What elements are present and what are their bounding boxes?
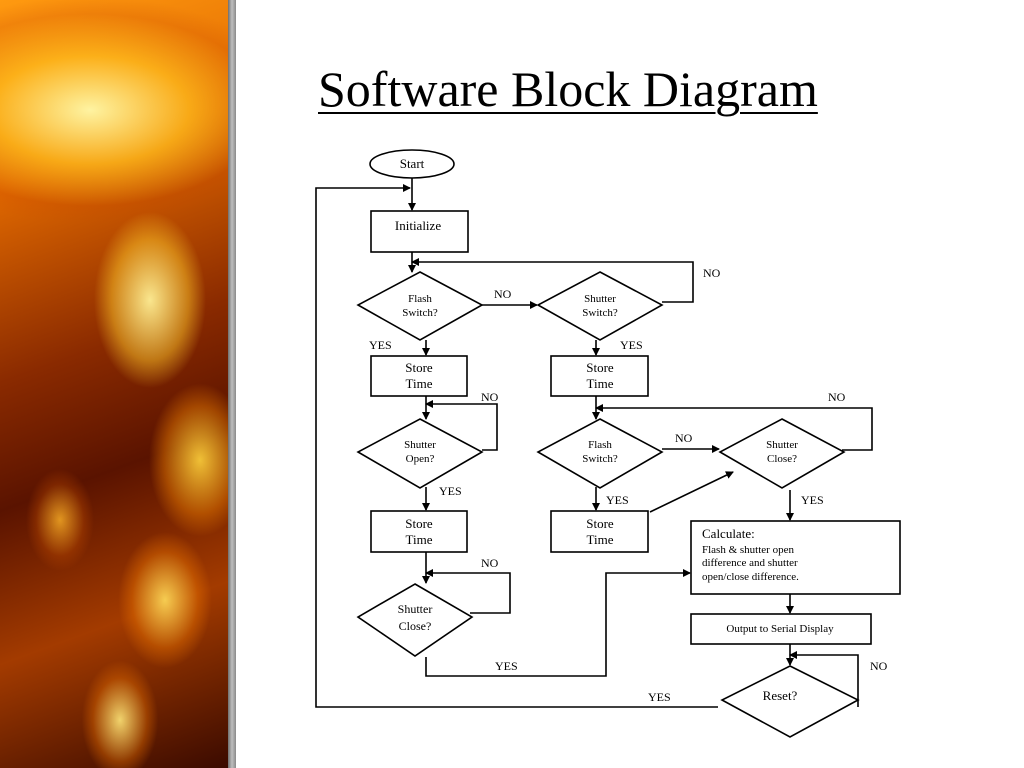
decorative-side-image <box>0 0 232 768</box>
label-yes-flash-2: YES <box>606 493 629 507</box>
store-time-1-label-b: Time <box>406 376 433 391</box>
shutter-switch-label-a: Shutter <box>584 293 616 305</box>
shutter-close-left-label-b: Close? <box>399 619 432 633</box>
flash-switch-2-label-a: Flash <box>588 439 612 451</box>
connector-close-left-yes <box>425 569 691 677</box>
slide-title: Software Block Diagram <box>318 61 818 117</box>
store-time-2-label-b: Time <box>587 376 614 391</box>
connector-reset-no <box>789 651 859 707</box>
initialize-box <box>370 210 469 253</box>
store-time-2-label-a: Store <box>586 360 614 375</box>
label-yes-shutter-close-right: YES <box>801 493 824 507</box>
shutter-open-label-b: Open? <box>406 453 435 465</box>
store-time-3-label-a: Store <box>405 516 433 531</box>
shutter-close-decision-left <box>356 583 474 657</box>
shutter-open-decision <box>356 418 484 489</box>
shutter-close-right-label-a: Shutter <box>766 439 798 451</box>
connector-reset-yes-loop <box>315 184 718 708</box>
label-yes-reset: YES <box>648 690 671 704</box>
shutter-close-right-label-b: Close? <box>767 453 797 465</box>
initialize-label: Initialize <box>395 218 441 233</box>
side-divider <box>228 0 236 768</box>
flash-switch-2-label-b: Switch? <box>582 453 618 465</box>
label-yes-shutter-switch: YES <box>620 338 643 352</box>
label-no-shutter-close-left: NO <box>481 556 499 570</box>
store-time-box-3 <box>370 510 468 553</box>
label-no-shutter-open: NO <box>481 390 499 404</box>
store-time-3-label-b: Time <box>406 532 433 547</box>
store-time-1-label-a: Store <box>405 360 433 375</box>
label-no-flash-2: NO <box>675 431 693 445</box>
connector-store4-close <box>649 471 734 513</box>
reset-decision <box>720 665 860 738</box>
flash-switch-label-1a: Flash <box>408 293 432 305</box>
flash-switch-decision <box>356 271 484 341</box>
output-label: Output to Serial Display <box>726 623 834 635</box>
shutter-open-label-a: Shutter <box>404 439 436 451</box>
store-time-4-label-b: Time <box>587 532 614 547</box>
start-terminal <box>369 149 455 179</box>
connector-open-no <box>425 400 498 451</box>
store-time-4-label-a: Store <box>586 516 614 531</box>
label-no-flash-1: NO <box>494 287 512 301</box>
label-no-reset: NO <box>870 659 888 673</box>
connector-close-left-no <box>425 569 511 614</box>
flash-switch-decision-2 <box>536 418 664 489</box>
shutter-switch-decision <box>536 271 664 341</box>
label-no-shutter-switch: NO <box>703 266 721 280</box>
store-time-box-1 <box>370 355 468 397</box>
shutter-close-decision-right <box>718 418 846 489</box>
calculate-heading: Calculate: <box>702 526 755 541</box>
shutter-switch-label-b: Switch? <box>582 307 618 319</box>
label-yes-flash-1: YES <box>369 338 392 352</box>
calculate-box <box>690 520 901 595</box>
calculate-line-3: open/close difference. <box>702 571 799 583</box>
start-label: Start <box>400 156 425 171</box>
label-no-shutter-close-right: NO <box>828 390 846 404</box>
label-yes-shutter-close-left: YES <box>495 659 518 673</box>
store-time-box-4 <box>550 510 649 553</box>
flash-switch-label-1b: Switch? <box>402 307 438 319</box>
calculate-line-1: Flash & shutter open <box>702 544 794 556</box>
reset-label: Reset? <box>763 688 798 703</box>
calculate-line-2: difference and shutter <box>702 557 798 569</box>
connector-close-right-no <box>595 404 873 451</box>
shutter-close-left-label-a: Shutter <box>398 602 433 616</box>
output-box <box>690 613 872 645</box>
connector-shutter-switch-no <box>411 258 694 303</box>
label-yes-shutter-open: YES <box>439 484 462 498</box>
store-time-box-2 <box>550 355 649 397</box>
